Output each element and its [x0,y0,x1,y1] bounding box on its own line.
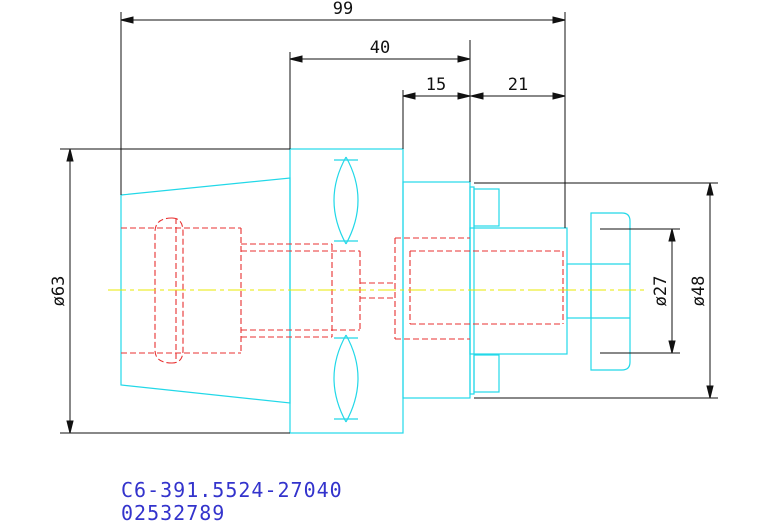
drive-slot-bottom [333,334,359,423]
drive-slot-top [333,156,359,245]
dim-diameter-inner: ø27 [651,276,671,307]
dimension-lines [60,12,718,434]
dim-diameter-outer: ø48 [689,276,709,307]
dim-overall-length: 99 [333,0,353,19]
lug-bottom [473,354,500,393]
part-number-line1: C6-391.5524-27040 [121,478,343,502]
dim-step-length: 15 [426,75,446,95]
dim-body-length: 40 [370,38,390,58]
hex-nut-outline [590,212,631,371]
part-outline [120,148,631,434]
neck-outline [566,263,592,319]
front-shank-outline [469,227,568,355]
lug-top [473,188,500,227]
dim-diameter-body: ø63 [49,276,69,307]
part-number-line2: 02532789 [121,501,225,523]
flange-body-outline [289,148,404,434]
dim-shank-length: 21 [508,75,528,95]
